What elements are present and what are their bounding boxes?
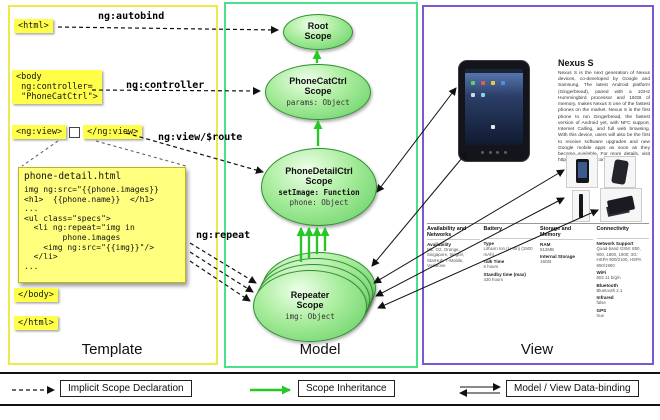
html-close-tag: </html> [14, 316, 58, 330]
legend-data-binding: Model / View Data-binding [506, 380, 639, 397]
spec-row: Standby time (max) 430 hours [484, 272, 537, 283]
app-icon [481, 81, 485, 85]
spec-rows: Availability M1, O2, Orange, Singapore, … [427, 242, 480, 269]
nexus-s-phone-image [458, 60, 530, 162]
phone-thumbnail-front [566, 154, 598, 188]
ngview-close-tag: </ng:view> [83, 125, 143, 139]
spec-row: Talk Time 6 hours [484, 259, 537, 270]
app-icon [471, 93, 475, 97]
spec-row: Network Support Quad-band GSM: 850, 900,… [597, 241, 650, 268]
phone-angled-icon [606, 195, 636, 215]
product-description: Nexus S is the next generation of Nexus … [558, 71, 650, 163]
phone-status-bar [465, 69, 523, 73]
spec-rows: RAM 512MB Internal Storage 16GB [540, 242, 593, 265]
spec-value: false [596, 300, 606, 305]
ngview-open-tag: <ng:view> [12, 125, 67, 139]
spec-rows: Type Lithium Ion (Li-Ion) (1500 mAh) Tal… [484, 241, 537, 282]
spec-value: true [596, 312, 605, 318]
spec-row: Infrared false [597, 295, 650, 306]
code-file-name: phone-detail.html [24, 171, 122, 182]
body-open-tag: <body ng:controller= "PhoneCatCtrl"> [12, 70, 102, 104]
phone-back-icon [611, 158, 629, 186]
model-panel-label: Model [299, 341, 341, 358]
phonedetailctrl-scope-prop: phone: Object [289, 198, 349, 208]
spec-header: Availability and Networks [427, 226, 480, 240]
ng-repeat-label: ng:repeat [196, 230, 251, 241]
spec-row: Internal Storage 16GB [540, 254, 593, 265]
spec-value: 6 hours [483, 264, 499, 269]
ng-controller-label: ng:controller [126, 80, 205, 91]
spec-label: GPS [596, 307, 607, 313]
spec-value: 16GB [540, 259, 552, 265]
spec-row: RAM 512MB [540, 242, 593, 253]
spec-column-storage: Storage and Memory RAM 512MB Internal St… [540, 226, 593, 320]
phonecatctrl-scope-prop: params: Object [286, 97, 350, 107]
view-placeholder-icon [69, 126, 81, 138]
legend-implicit-scope: Implicit Scope Declaration [60, 380, 192, 397]
repeater-scope-prop: img: Object [285, 311, 335, 321]
root-scope-name: Root Scope [304, 21, 332, 41]
body-close-tag: </body> [14, 288, 58, 302]
spec-row: Availability M1, O2, Orange, Singapore, … [427, 242, 480, 269]
app-icon [481, 93, 485, 97]
legend-top-rule [0, 372, 660, 374]
spec-column-availability: Availability and Networks Availability M… [427, 226, 480, 320]
phone-screen [465, 69, 523, 145]
spec-header: Storage and Memory [540, 226, 593, 240]
app-icon [501, 81, 505, 85]
spec-row: GPS true [597, 308, 650, 319]
spec-value: 430 hours [483, 276, 504, 282]
html-open-tag: <html> [14, 19, 53, 33]
spec-value: Bluetooth 2.1 [596, 287, 623, 293]
spec-rows: Network Support Quad-band GSM: 850, 900,… [597, 241, 650, 318]
spec-value: Lithium Ion (Li-Ion) (1500 mAh) [483, 246, 533, 257]
product-title: Nexus S [558, 58, 594, 68]
spec-column-battery: Battery Type Lithium Ion (Li-Ion) (1500 … [483, 226, 537, 320]
phone-thumbnail-angled [600, 188, 642, 222]
spec-row: Bluetooth Bluetooth 2.1 [597, 283, 650, 294]
ngview-row: <ng:view> </ng:view> [12, 125, 143, 139]
repeater-scope-ellipse: Repeater Scope img: Object [253, 270, 367, 342]
template-panel-label: Template [81, 341, 143, 358]
spec-value: 802.11 b/g/n [596, 275, 621, 280]
phonecatctrl-scope-name: PhoneCatCtrl Scope [289, 76, 347, 96]
phone-front-icon [575, 159, 589, 183]
spec-row: Type Lithium Ion (Li-Ion) (1500 mAh) [484, 241, 537, 257]
phone-thumbnail-back [604, 156, 636, 188]
spec-label: Network Support [596, 241, 634, 246]
phonedetailctrl-scope-ellipse: PhoneDetailCtrl Scope setImage: Function… [261, 148, 377, 226]
spec-value: M1, O2, Orange, Singapore, Singtel, Star… [427, 246, 465, 269]
legend-scope-inheritance: Scope Inheritance [298, 380, 395, 397]
phone-thumbnail-side [572, 190, 590, 222]
ng-autobind-label: ng:autobind [98, 11, 165, 22]
phone-side-icon [579, 194, 583, 218]
spec-label: Bluetooth [596, 282, 618, 288]
phone-buttons [481, 151, 507, 155]
code-body: img ng:src="{{phone.images}} <h1> {{phon… [24, 185, 159, 271]
spec-header: Battery [483, 226, 536, 239]
view-panel-label: View [520, 341, 554, 358]
spec-value: 512MB [540, 246, 554, 252]
app-icon [491, 125, 495, 129]
app-icon [471, 81, 475, 85]
spec-label: Infrared [596, 295, 614, 300]
phonedetailctrl-scope-method: setImage: Function [278, 188, 360, 198]
phonecatctrl-scope-ellipse: PhoneCatCtrl Scope params: Object [265, 64, 371, 120]
legend-bottom-rule [0, 404, 660, 406]
spec-header: Connectivity [596, 226, 649, 239]
phonedetailctrl-scope-name: PhoneDetailCtrl Scope [285, 165, 353, 186]
spec-column-connectivity: Connectivity Network Support Quad-band G… [596, 226, 650, 320]
spec-table: Availability and Networks Availability M… [427, 223, 649, 320]
spec-value: Quad-band GSM: 850, 900, 1800, 1900; 3G:… [596, 246, 642, 268]
app-icon [491, 81, 495, 85]
ng-view-route-label: ng:view/$route [158, 132, 243, 143]
spec-row: WiFi 802.11 b/g/n [597, 270, 650, 281]
spec-label: WiFi [596, 270, 607, 275]
repeater-scope-name: Repeater Scope [290, 290, 330, 310]
root-scope-ellipse: Root Scope [283, 14, 353, 50]
phone-detail-code-box: phone-detail.html img ng:src="{{phone.im… [18, 167, 186, 283]
